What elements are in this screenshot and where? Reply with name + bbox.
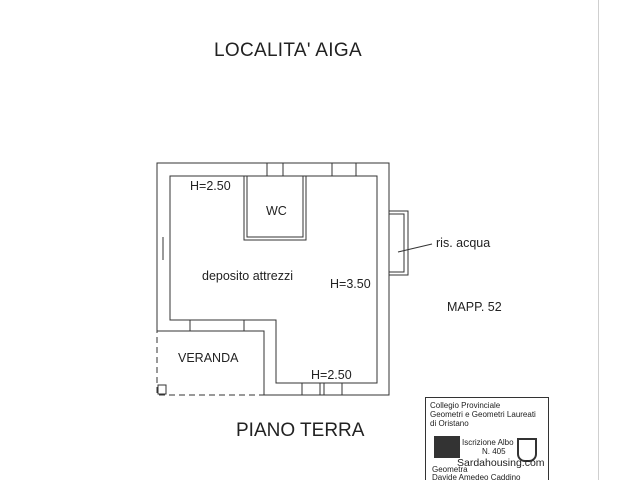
stamp-name: Davide Amedeo Caddino [432,473,521,482]
stamp-number: N. 405 [482,447,506,456]
leader-line [397,243,433,253]
room-label-deposito: deposito attrezzi [202,269,294,283]
floor-title: PIANO TERRA [236,420,365,441]
stamp-line2: Geometri e Geometri Laureati [430,410,536,419]
water-tank-inner [388,213,405,273]
height-label-top-left: H=2.50 [190,179,231,193]
stamp-albo: Iscrizione Albo [462,438,514,447]
water-reserve-label: ris. acqua [436,236,491,250]
page-edge [598,0,599,480]
parcel-label: MAPP. 52 [447,300,502,314]
water-tank-outer [388,210,409,276]
height-label-right: H=3.50 [330,277,371,291]
room-label-veranda: VERANDA [178,351,239,365]
stamp-role: Geometra [432,465,468,474]
windows [162,162,357,396]
stamp-line1: Collegio Provinciale [430,401,501,410]
veranda-outline [156,330,265,396]
professional-stamp: Collegio Provinciale Geometri e Geometri… [425,397,549,482]
watermark: Sardahousing.com [457,457,545,469]
location-title: LOCALITA' AIGA [214,40,362,61]
height-label-bottom: H=2.50 [311,368,352,382]
crest-icon [517,438,537,462]
veranda-post [157,384,167,395]
inner-wall [169,175,378,384]
college-logo-icon [434,436,460,458]
stamp-line3: di Oristano [430,419,469,428]
room-label-wc: WC [266,204,287,218]
outer-wall [156,162,390,396]
